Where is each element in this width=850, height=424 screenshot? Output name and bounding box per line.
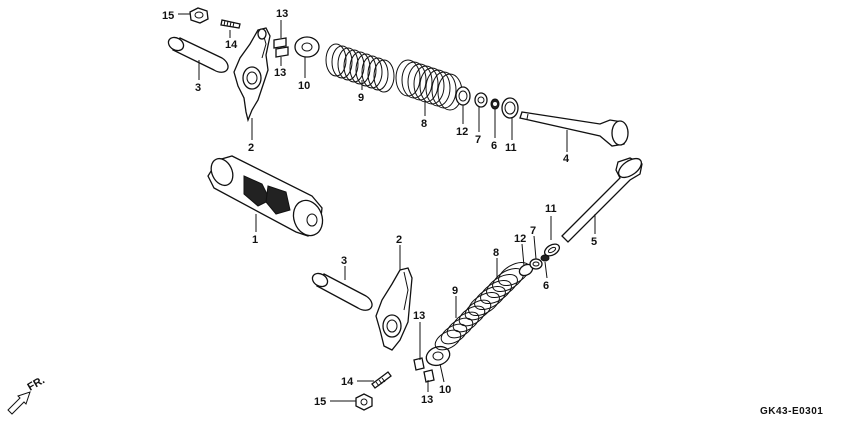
callout-12: 12 [514, 233, 526, 245]
callout-11: 11 [505, 142, 517, 154]
callout-14: 14 [225, 39, 238, 51]
callout-2: 2 [248, 142, 254, 154]
cotter-13-lower-a [413, 357, 425, 371]
nut-15-lower [355, 393, 373, 411]
adjust-screw-14-lower [371, 371, 392, 389]
callout-8: 8 [421, 118, 427, 130]
callout-1: 1 [252, 234, 258, 246]
cotter-13-upper-a [273, 37, 287, 49]
callout-6: 6 [491, 140, 497, 152]
callout-13: 13 [413, 310, 425, 322]
outer-spring-8-lower [468, 261, 530, 317]
callout-4: 4 [563, 153, 570, 165]
callout-10: 10 [298, 80, 310, 92]
callout-9: 9 [358, 92, 364, 104]
cotter-13-lower-b [423, 369, 435, 383]
cotter-13-upper-b [275, 46, 289, 58]
washer-11-upper [501, 97, 519, 119]
callout-11: 11 [545, 203, 557, 215]
callout-7: 7 [475, 134, 481, 146]
adjust-screw-14-upper [220, 19, 241, 29]
callout-5: 5 [591, 236, 597, 248]
valve-seal-7-upper [474, 92, 488, 108]
callout-6: 6 [543, 280, 549, 292]
callout-7: 7 [530, 225, 536, 237]
callout-8: 8 [493, 247, 499, 259]
callout-2: 2 [396, 234, 402, 246]
rocker-shaft-3-lower [311, 272, 373, 311]
callout-14: 14 [341, 376, 354, 388]
rocker-arm-2-upper [233, 27, 271, 123]
nut-15-upper [189, 7, 209, 24]
valve-seal-7-lower [529, 258, 543, 270]
outer-spring-8-upper [395, 59, 463, 111]
callout-15: 15 [162, 10, 174, 22]
camshaft-1 [207, 155, 324, 237]
inner-spring-9-lower [434, 299, 492, 351]
callout-12: 12 [456, 126, 468, 138]
diagram-code: GK43-E0301 [760, 406, 823, 417]
callout-3: 3 [341, 255, 347, 267]
rocker-arm-2-lower [375, 267, 413, 351]
callout-15: 15 [314, 396, 326, 408]
retainer-10-lower [425, 345, 451, 367]
valve-4 [519, 111, 629, 147]
direction-label: FR. [26, 374, 47, 393]
leader-lines [178, 13, 596, 402]
o-ring-6-upper [490, 98, 500, 110]
callout-9: 9 [452, 285, 458, 297]
valve-5 [561, 157, 643, 243]
front-direction-arrow: FR. [7, 374, 47, 415]
spring-seat-12-upper [455, 86, 471, 106]
callout-3: 3 [195, 82, 201, 94]
inner-spring-9-upper [325, 43, 395, 93]
callout-10: 10 [439, 384, 451, 396]
rocker-shaft-3-upper [167, 36, 229, 73]
callout-13: 13 [421, 394, 433, 406]
washer-11-lower [543, 243, 561, 257]
retainer-10-upper [294, 36, 320, 58]
callout-labels: 15 14 13 13 10 3 2 9 8 12 7 6 11 4 1 11 … [162, 8, 597, 408]
callout-13: 13 [274, 67, 286, 79]
callout-13: 13 [276, 8, 288, 20]
